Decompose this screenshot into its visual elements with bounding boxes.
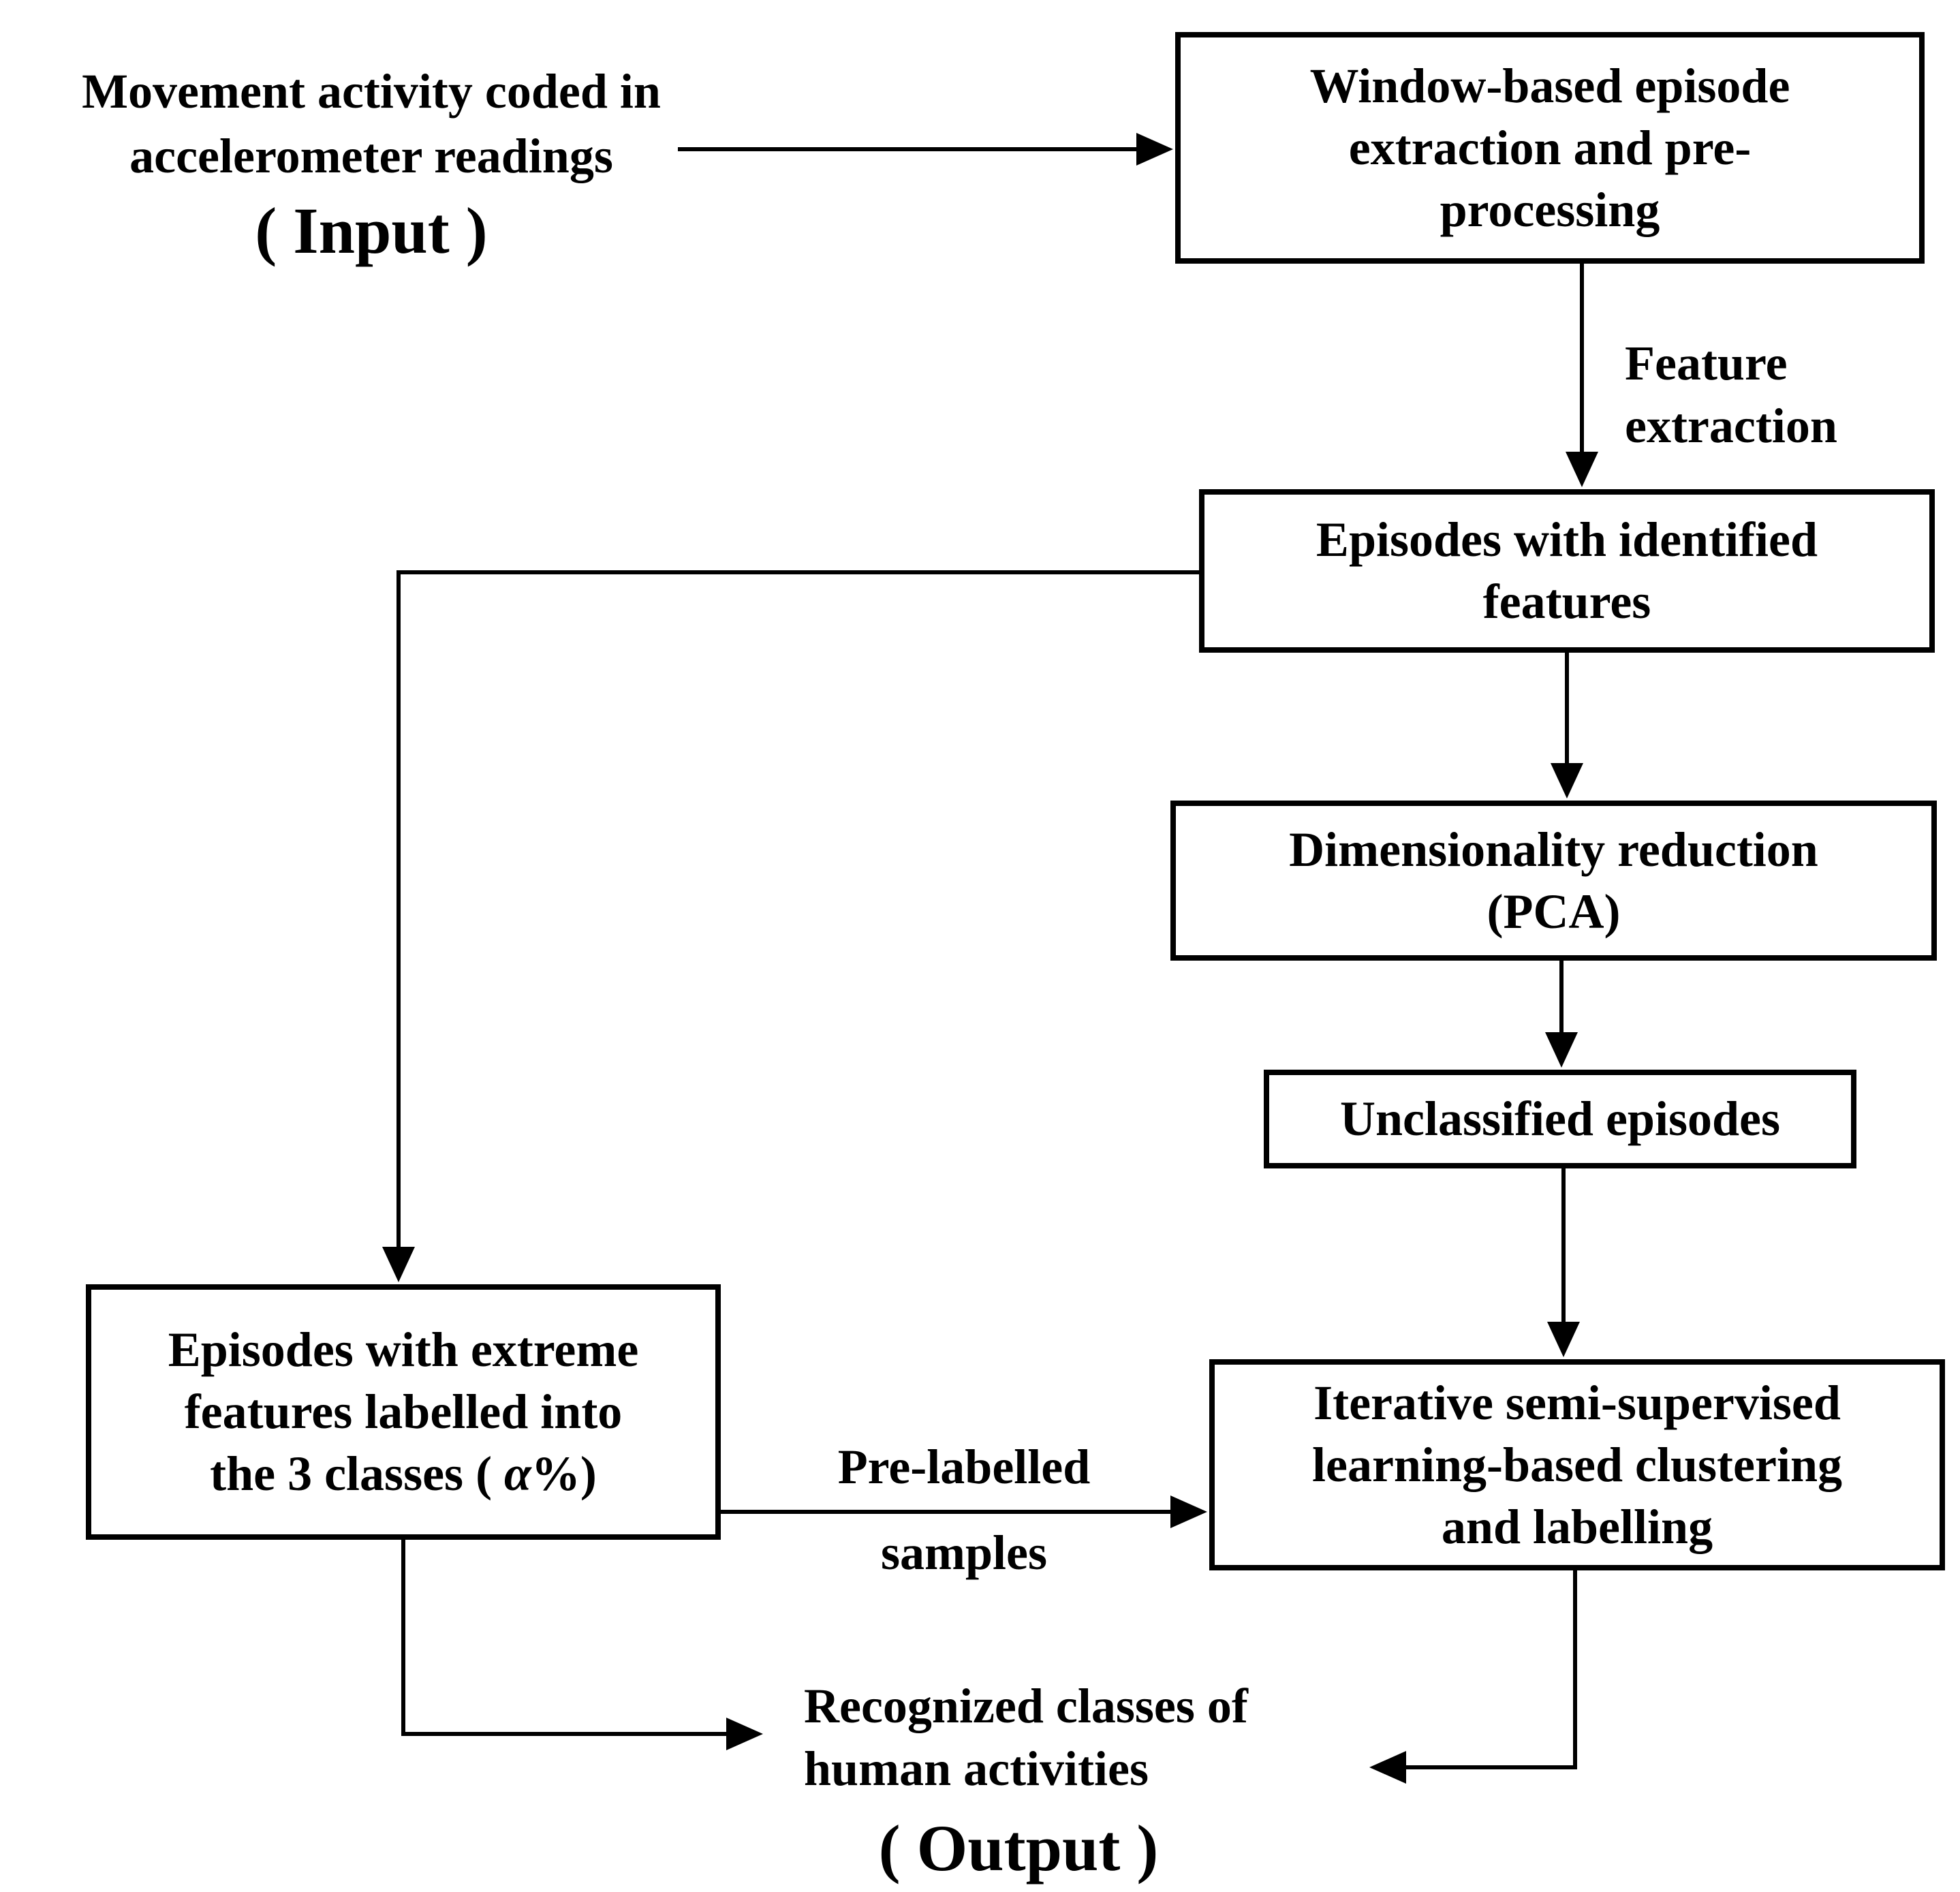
output-tag: ( Output ) bbox=[878, 1812, 1159, 1885]
pre-labelled-line-1: Pre-labelled bbox=[837, 1440, 1091, 1494]
arrow-pca-to-unclassified bbox=[1545, 961, 1578, 1068]
output-line-1: Recognized classes of bbox=[804, 1679, 1248, 1733]
arrow-extreme-to-iterative bbox=[721, 1495, 1207, 1528]
input-line-2: accelerometer readings bbox=[129, 129, 613, 183]
node-extreme-features: Episodes with extreme features labelled … bbox=[86, 1284, 721, 1540]
node-window-extraction-line-3: processing bbox=[1440, 182, 1660, 237]
arrow-features-to-extreme bbox=[382, 570, 1199, 1282]
output-line-2: human activities bbox=[804, 1741, 1149, 1796]
pre-labelled-line-2: samples bbox=[880, 1525, 1048, 1580]
node-unclassified-episodes: Unclassified episodes bbox=[1264, 1070, 1856, 1168]
node-identified-features-line-2: features bbox=[1482, 574, 1651, 629]
node-identified-features: Episodes with identified features bbox=[1199, 489, 1935, 653]
node-identified-features-line-1: Episodes with identified bbox=[1316, 512, 1818, 567]
node-dimensionality-reduction-line-1: Dimensionality reduction bbox=[1289, 822, 1818, 877]
node-iterative-clustering-line-3: and labelling bbox=[1441, 1499, 1713, 1554]
edge-label-feature-extraction: Feature extraction bbox=[1625, 332, 1911, 457]
arrow-iterative-to-output bbox=[1369, 1570, 1577, 1784]
node-dimensionality-reduction: Dimensionality reduction (PCA) bbox=[1170, 801, 1937, 961]
arrow-features-to-pca bbox=[1551, 653, 1583, 798]
arrow-extreme-to-output bbox=[401, 1540, 763, 1750]
input-tag: ( Input ) bbox=[255, 194, 488, 267]
node-iterative-clustering: Iterative semi-supervised learning-based… bbox=[1209, 1359, 1945, 1570]
node-window-extraction-line-2: extraction and pre- bbox=[1348, 120, 1752, 175]
node-window-extraction: Window-based episode extraction and pre-… bbox=[1175, 32, 1925, 264]
arrow-unclassified-to-iterative bbox=[1547, 1168, 1580, 1357]
node-unclassified-episodes-line-1: Unclassified episodes bbox=[1339, 1091, 1781, 1146]
arrow-input-to-window bbox=[678, 133, 1173, 166]
feature-extraction-line-1: Feature bbox=[1625, 336, 1788, 390]
node-extreme-features-line-1: Episodes with extreme bbox=[168, 1322, 639, 1377]
extreme-line3-prefix: the 3 classes ( bbox=[210, 1446, 505, 1501]
input-label: Movement activity coded in accelerometer… bbox=[27, 59, 715, 269]
alpha-symbol: α bbox=[504, 1446, 531, 1501]
feature-extraction-line-2: extraction bbox=[1625, 399, 1837, 453]
output-label: Recognized classes of human activities bbox=[804, 1675, 1363, 1800]
edge-label-pre-labelled: Pre-labelled samples bbox=[811, 1424, 1117, 1596]
node-extreme-features-line-2: features labelled into bbox=[184, 1384, 623, 1439]
node-iterative-clustering-line-2: learning-based clustering bbox=[1311, 1437, 1842, 1492]
node-extreme-features-line-3: the 3 classes ( α%) bbox=[210, 1443, 597, 1505]
node-dimensionality-reduction-line-2: (PCA) bbox=[1487, 884, 1621, 939]
node-iterative-clustering-line-1: Iterative semi-supervised bbox=[1313, 1375, 1841, 1430]
input-line-1: Movement activity coded in bbox=[82, 64, 661, 119]
node-window-extraction-line-1: Window-based episode bbox=[1309, 58, 1790, 113]
extreme-line3-suffix: %) bbox=[531, 1446, 597, 1501]
arrow-window-to-features bbox=[1566, 264, 1598, 487]
